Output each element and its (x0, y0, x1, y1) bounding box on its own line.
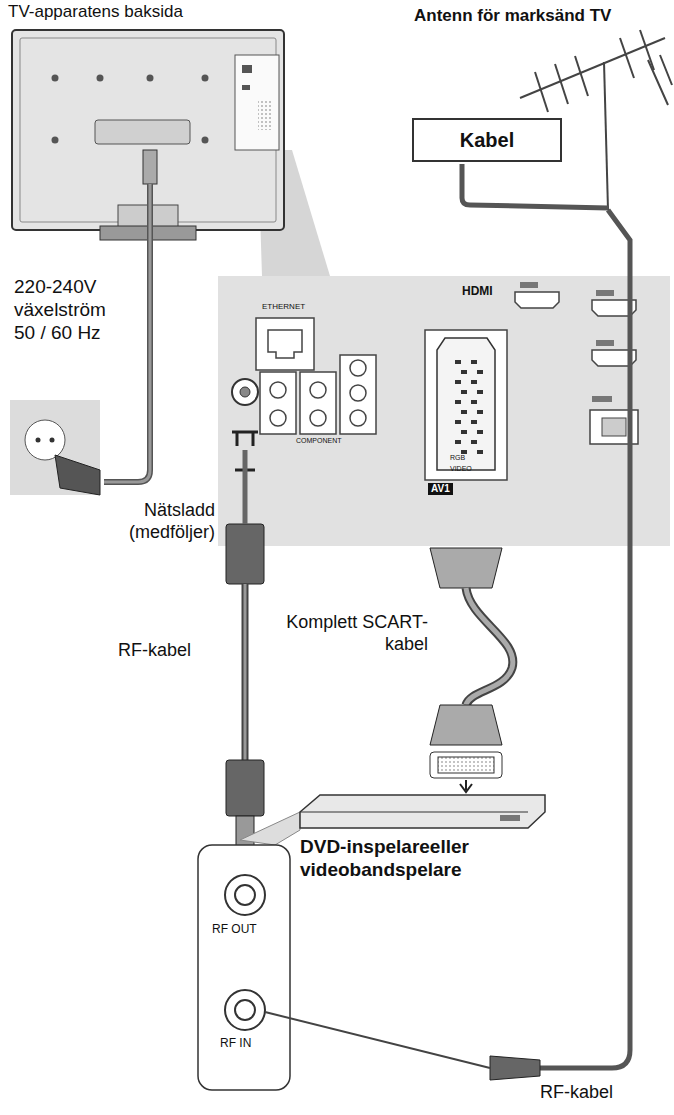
pin-label: RGB (450, 454, 465, 462)
heading-label: TV-apparatens baksida (8, 2, 183, 22)
power-spec-label: 220-240V växelström 50 / 60 Hz (14, 276, 126, 344)
pin-label: VIDEO (450, 465, 472, 473)
box-text: Kabel (460, 129, 514, 152)
port-label: AV1 (428, 483, 453, 495)
port-label: RF OUT (212, 922, 257, 936)
port-label: COMPONENT (296, 437, 342, 445)
label-box: Kabel (412, 118, 562, 162)
cable-label: Komplett SCART-kabel (270, 612, 428, 655)
cable-label: RF-kabel (540, 1082, 613, 1104)
cord-label: Nätsladd (medföljer) (100, 500, 215, 543)
device-label: DVD-inspelareeller videobandspelare (300, 836, 560, 882)
antenna-label: Antenn för marksänd TV (414, 6, 611, 26)
port-label: RF IN (220, 1036, 251, 1050)
port-label: HDMI (462, 284, 493, 298)
port-label: ETHERNET (262, 302, 305, 312)
cable-label: RF-kabel (118, 640, 191, 662)
